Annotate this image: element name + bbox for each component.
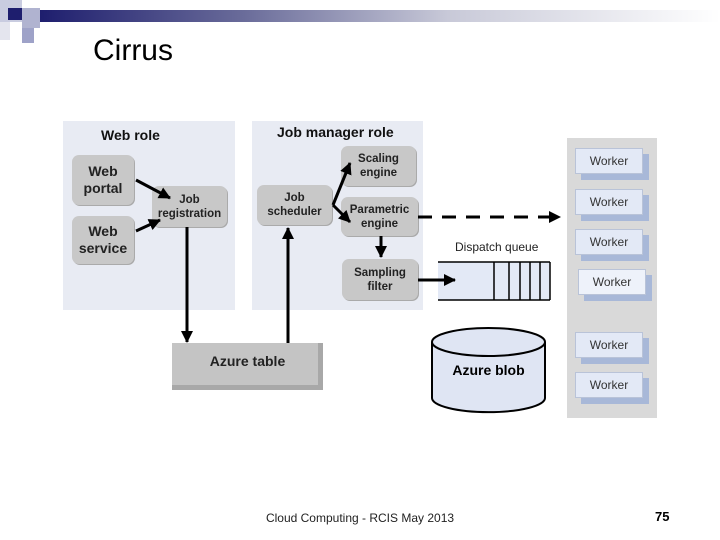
worker: Worker (575, 229, 643, 255)
header-gradient-bar (40, 10, 720, 22)
worker: Worker (575, 372, 643, 398)
slide-footer: Cloud Computing - RCIS May 2013 (265, 511, 455, 525)
page-number: 75 (655, 509, 670, 524)
web-portal-box: Web portal (72, 155, 134, 205)
web-role-label: Web role (101, 127, 160, 143)
logo-square (8, 8, 22, 20)
worker-pool: Worker Worker Worker Worker Worker Worke… (567, 138, 657, 418)
job-scheduler-box: Job scheduler (257, 185, 332, 225)
worker: Worker (578, 269, 646, 295)
scaling-engine-box: Scaling engine (341, 146, 416, 186)
logo-square (22, 8, 40, 28)
azure-blob-label: Azure blob (452, 362, 525, 378)
web-service-box: Web service (72, 216, 134, 264)
parametric-engine-box: Parametric engine (341, 197, 418, 236)
logo-square (22, 28, 34, 43)
slide-title: Cirrus (93, 34, 173, 67)
job-manager-role-label: Job manager role (277, 124, 394, 140)
worker: Worker (575, 148, 643, 174)
azure-table: Azure table (172, 343, 323, 390)
dispatch-queue-label: Dispatch queue (455, 240, 539, 254)
azure-blob-cylinder (431, 327, 546, 414)
sampling-filter-box: Sampling filter (342, 259, 418, 300)
dispatch-queue-shape (438, 261, 551, 301)
worker: Worker (575, 189, 643, 215)
worker: Worker (575, 332, 643, 358)
logo-square (0, 22, 10, 40)
